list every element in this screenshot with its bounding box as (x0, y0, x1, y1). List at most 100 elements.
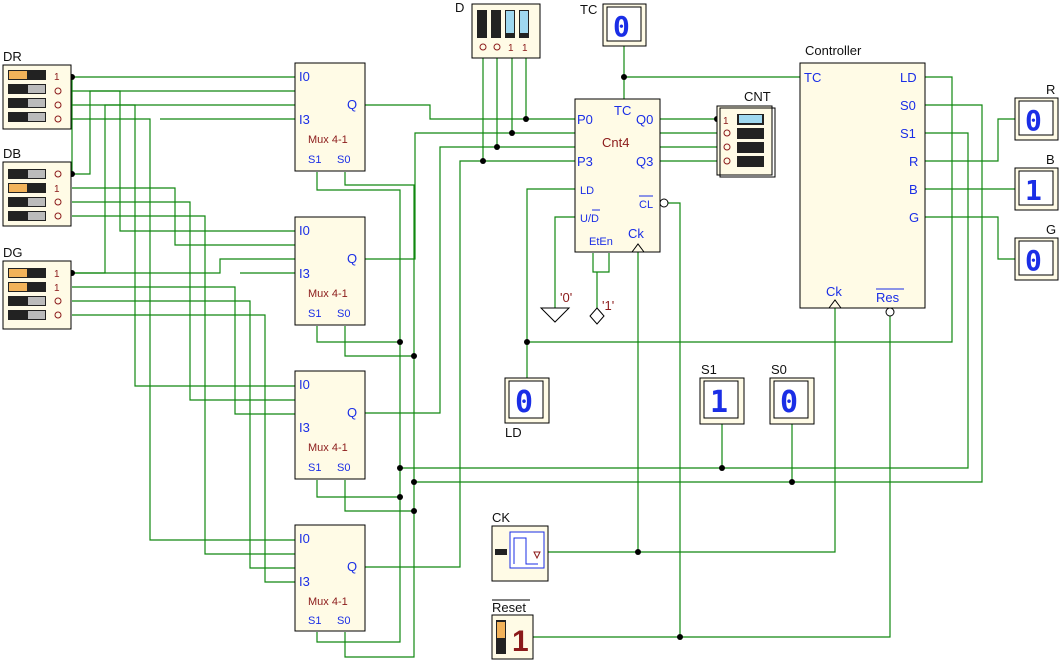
cnt-label: CNT (744, 89, 771, 104)
mux-3-i3: I3 (299, 420, 310, 435)
display-ld: 0 LD (504, 377, 550, 440)
cnt-state-0: 1 (723, 116, 729, 127)
display-s1-label: S1 (701, 362, 717, 377)
mux-2-i3: I3 (299, 266, 310, 281)
dr-label: DR (3, 49, 22, 64)
counter-ud: U/D (580, 213, 599, 225)
display-tc-value: 0 (613, 10, 630, 43)
display-tc-label: TC (580, 2, 597, 17)
mux-3-q: Q (347, 405, 357, 420)
mux-2-i0: I0 (299, 223, 310, 238)
display-r-label: R (1046, 82, 1055, 97)
clock-wave-icon (513, 537, 538, 565)
dg-state-1: 1 (54, 283, 60, 294)
display-s1: S1 1 (699, 362, 745, 425)
mux-4-i3: I3 (299, 574, 310, 589)
mux-2-q: Q (347, 251, 357, 266)
mux-4-q: Q (347, 559, 357, 574)
controller-b: B (909, 182, 918, 197)
d-state-2: 1 (508, 43, 514, 54)
counter-q3: Q3 (636, 154, 653, 169)
counter-eten: EtEn (589, 236, 613, 248)
mux-1-i0: I0 (299, 69, 310, 84)
mux-4-title: Mux 4-1 (308, 596, 348, 608)
display-g: G 0 (1014, 222, 1059, 281)
reset-switch[interactable]: Reset 1 (491, 599, 534, 660)
const-zero-label: '0' (560, 290, 572, 305)
reset-label: Reset (492, 600, 526, 615)
display-s0-label: S0 (771, 362, 787, 377)
display-b-label: B (1046, 152, 1055, 167)
controller-title: Controller (805, 43, 862, 58)
clock-source[interactable]: CK (491, 510, 549, 582)
switch-bank-dg[interactable]: DG 1 1 (2, 245, 72, 330)
controller-s1: S1 (900, 126, 916, 141)
reset-toggle-icon (497, 622, 505, 638)
counter-p3: P3 (577, 154, 593, 169)
display-tc: TC 0 (580, 2, 647, 47)
controller-s0: S0 (900, 98, 916, 113)
controller-g: G (909, 210, 919, 225)
mux-1-i3: I3 (299, 112, 310, 127)
mux-1-title: Mux 4-1 (308, 134, 348, 146)
clock-button-icon (495, 549, 507, 555)
display-s0: S0 0 (769, 362, 815, 425)
mux-1-q: Q (347, 97, 357, 112)
mux-3-s0: S0 (337, 462, 350, 474)
switch-bank-db[interactable]: DB 1 (2, 146, 72, 227)
counter-q0: Q0 (636, 112, 653, 127)
mux-2-s0: S0 (337, 308, 350, 320)
reset-value: 1 (512, 625, 529, 658)
display-ld-label: LD (505, 425, 522, 440)
counter-cl: CL (639, 199, 653, 211)
mux-1-s1: S1 (308, 154, 321, 166)
controller-ck: Ck (826, 284, 842, 299)
clock-label: CK (492, 510, 510, 525)
display-s1-value: 1 (710, 385, 728, 420)
const-one-label: '1' (602, 298, 614, 313)
mux-4: I0 I3 Q Mux 4-1 S1 S0 (294, 524, 366, 632)
mux-3-title: Mux 4-1 (308, 442, 348, 454)
display-b: B 1 (1014, 152, 1059, 211)
display-r: R 0 (1014, 82, 1059, 141)
mux-1: I0 I3 Q Mux 4-1 S1 S0 (294, 62, 366, 172)
display-g-value: 0 (1025, 244, 1042, 277)
mux-3: I0 I3 Q Mux 4-1 S1 S0 (294, 370, 366, 480)
const-zero: '0' (539, 290, 572, 323)
controller-r: R (909, 154, 918, 169)
db-label: DB (3, 146, 21, 161)
counter-cnt4: P0 P3 LD U/D EtEn TC Cnt4 Q0 Q3 CL Ck (574, 98, 669, 253)
counter-title: Cnt4 (602, 135, 629, 150)
controller: Controller TC LD S0 S1 R B G Ck Res (799, 43, 926, 317)
wires (71, 46, 1015, 658)
cnt-display: CNT 1 (716, 89, 776, 178)
d-state-3: 1 (522, 43, 528, 54)
counter-tc: TC (614, 103, 631, 118)
display-b-value: 1 (1025, 174, 1042, 207)
counter-ld: LD (580, 185, 594, 197)
counter-p0: P0 (577, 112, 593, 127)
mux-4-s1: S1 (308, 615, 321, 627)
mux-3-s1: S1 (308, 462, 321, 474)
mux-1-s0: S0 (337, 154, 350, 166)
controller-tc: TC (804, 70, 821, 85)
db-state-1: 1 (54, 184, 60, 195)
mux-4-i0: I0 (299, 531, 310, 546)
const-one: '1' (589, 298, 614, 325)
controller-res: Res (876, 290, 900, 305)
counter-ck: Ck (628, 226, 644, 241)
switch-bank-d[interactable]: D 1 1 (455, 0, 541, 59)
dr-state-0: 1 (54, 72, 60, 83)
display-g-label: G (1046, 222, 1056, 237)
display-ld-value: 0 (515, 385, 533, 420)
mux-2: I0 I3 Q Mux 4-1 S1 S0 (294, 216, 366, 326)
junction-dots (69, 74, 795, 640)
dg-label: DG (3, 245, 23, 260)
controller-ld: LD (900, 70, 917, 85)
mux-4-s0: S0 (337, 615, 350, 627)
mux-2-s1: S1 (308, 308, 321, 320)
display-r-value: 0 (1025, 104, 1042, 137)
switch-bank-dr[interactable]: DR 1 (2, 49, 72, 130)
mux-2-title: Mux 4-1 (308, 288, 348, 300)
